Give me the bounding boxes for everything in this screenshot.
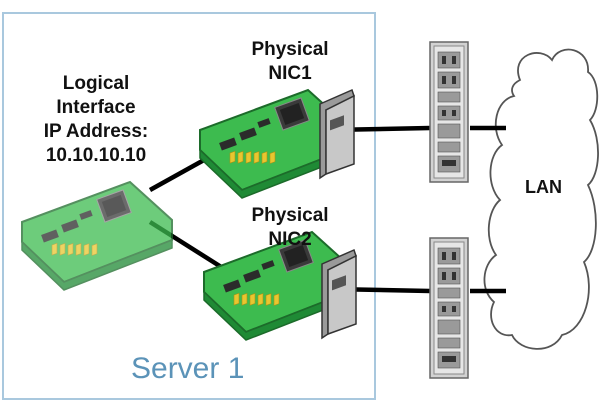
switch-1-icon xyxy=(429,41,469,183)
logical-line-2: Interface xyxy=(56,97,136,118)
lan-cloud-icon xyxy=(483,48,599,350)
logical-line-3: IP Address: xyxy=(43,121,149,142)
nic1-bracket xyxy=(319,89,355,179)
switch-2-icon xyxy=(429,237,469,379)
logical-line-4: 10.10.10.10 xyxy=(45,145,147,166)
logical-interface-label: Logical Interface IP Address: 10.10.10.1… xyxy=(30,72,162,168)
nic1-line-2: NIC1 xyxy=(268,63,312,84)
nic2-label: Physical NIC2 xyxy=(240,204,340,252)
nic2-line-2: NIC2 xyxy=(268,229,312,250)
lan-label: LAN xyxy=(525,177,562,197)
server-name: Server 1 xyxy=(131,352,245,385)
logical-line-1: Logical xyxy=(62,73,130,94)
nic2-line-1: Physical xyxy=(251,205,329,226)
nic1-label: Physical NIC1 xyxy=(240,38,340,86)
nic2-bracket xyxy=(321,249,357,339)
nic1-line-1: Physical xyxy=(251,39,329,60)
